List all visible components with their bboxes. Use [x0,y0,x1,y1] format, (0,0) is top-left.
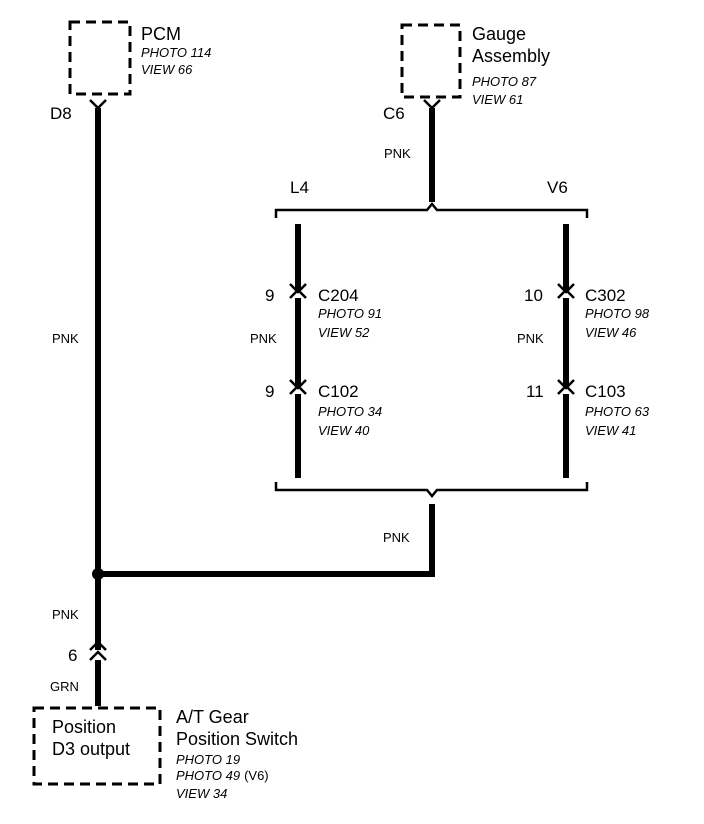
gauge-photo: PHOTO 87 [472,74,537,89]
gauge-box [400,23,462,99]
variant-bracket-top: L4 V6 [274,178,589,218]
c103-name: C103 [585,382,626,401]
switch-view: VIEW 34 [176,786,227,801]
switch-pin: 6 [68,646,77,665]
c302-pin: 10 [524,286,543,305]
gauge-wire-color: PNK [384,146,411,161]
pcm-photo: PHOTO 114 [141,45,211,60]
c302-photo: PHOTO 98 [585,306,650,321]
c103-terminal-top [557,379,575,390]
switch-lead-color: GRN [50,679,79,694]
switch-photo2-note: (V6) [244,768,269,783]
switch-title-line1: A/T Gear [176,707,249,727]
switch-box-line1: Position [52,717,116,737]
variant-right-label: V6 [547,178,568,197]
c102-name: C102 [318,382,359,401]
switch-photo1: PHOTO 19 [176,752,240,767]
gauge-component: Gauge Assembly PHOTO 87 VIEW 61 C6 [383,23,550,123]
variant-bracket-bottom [274,482,589,498]
switch-title-line2: Position Switch [176,729,298,749]
merge-wire-color: PNK [383,530,410,545]
c103-photo: PHOTO 63 [585,404,650,419]
c204-terminal-bottom [289,288,307,299]
c204-name: C204 [318,286,359,305]
c204-photo: PHOTO 91 [318,306,382,321]
gauge-view: VIEW 61 [472,92,523,107]
switch-component: Position D3 output A/T Gear Position Swi… [32,706,298,801]
pcm-view: VIEW 66 [141,62,193,77]
switch-connector-top [89,640,107,651]
l4-branch: 9 C204 PHOTO 91 VIEW 52 PNK 9 C102 PHOTO… [250,224,382,478]
switch-wire-color: PNK [52,607,79,622]
c103-terminal-bottom [557,384,575,395]
c302-terminal-top [557,283,575,294]
switch-photo2-text: PHOTO 49 [176,768,240,783]
switch-box-line2: D3 output [52,739,130,759]
pcm-title: PCM [141,24,181,44]
pcm-pin-label: D8 [50,104,72,123]
pcm-component: PCM PHOTO 114 VIEW 66 D8 [50,20,211,123]
v6-wire-color: PNK [517,331,544,346]
c102-photo: PHOTO 34 [318,404,382,419]
c204-terminal-top [289,283,307,294]
v6-branch: 10 C302 PHOTO 98 VIEW 46 PNK 11 C103 PHO… [517,224,650,478]
c302-view: VIEW 46 [585,325,637,340]
c102-view: VIEW 40 [318,423,370,438]
c302-terminal-bottom [557,288,575,299]
c103-view: VIEW 41 [585,423,636,438]
switch-connector-bottom [89,650,107,661]
c103-pin: 11 [526,382,544,401]
gauge-title-line1: Gauge [472,24,526,44]
pcm-wire-color: PNK [52,331,79,346]
l4-wire-color: PNK [250,331,277,346]
c102-terminal-top [289,379,307,390]
variant-left-label: L4 [290,178,309,197]
gauge-title-line2: Assembly [472,46,550,66]
switch-box [32,706,162,786]
gauge-terminal [423,99,441,110]
pcm-box [68,20,132,96]
switch-photo2: PHOTO 49 (V6) [176,768,269,783]
c102-pin: 9 [265,382,274,401]
c302-name: C302 [585,286,626,305]
gauge-pin-label: C6 [383,104,405,123]
c204-pin: 9 [265,286,274,305]
pcm-terminal [89,99,107,110]
c102-terminal-bottom [289,384,307,395]
c204-view: VIEW 52 [318,325,370,340]
